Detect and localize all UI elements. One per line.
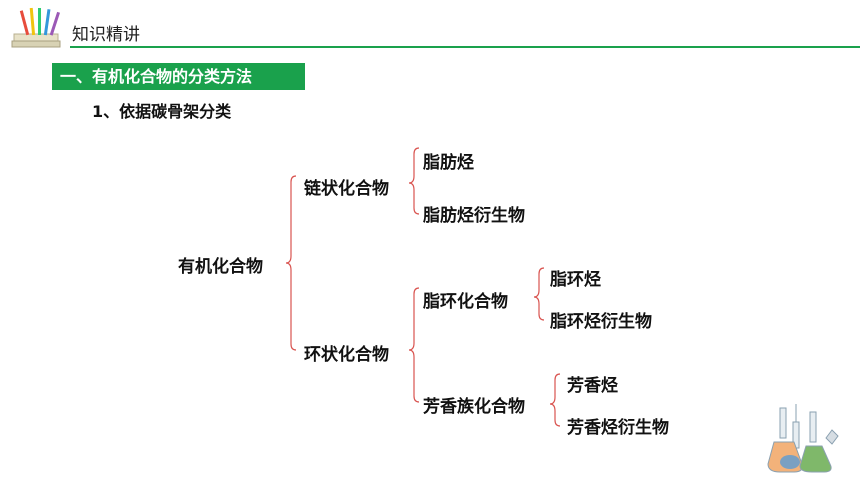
root-brace <box>285 175 297 351</box>
chain-brace <box>408 147 420 215</box>
ring-compound-label: 环状化合物 <box>304 345 389 365</box>
chain-child-label: 脂肪烃 <box>423 153 474 173</box>
header-divider <box>70 46 860 48</box>
header-title: 知识精讲 <box>72 25 140 45</box>
alicyclic-compound-label: 脂环化合物 <box>423 292 508 312</box>
subtitle: 1、依据碳骨架分类 <box>92 102 232 121</box>
aromatic-brace <box>549 373 561 427</box>
alicyclic-child-label: 脂环烃衍生物 <box>550 312 652 332</box>
chain-compound-label: 链状化合物 <box>304 179 389 199</box>
section-heading: 一、有机化合物的分类方法 <box>52 63 305 90</box>
header: 知识精讲 <box>0 0 860 60</box>
books-pencils-icon <box>11 7 61 48</box>
aromatic-child-label: 芳香烃 <box>567 376 618 396</box>
alicyclic-brace <box>533 267 545 321</box>
chain-child-label: 脂肪烃衍生物 <box>423 206 525 226</box>
alicyclic-child-label: 脂环烃 <box>550 270 601 290</box>
lab-flasks-icon <box>767 404 839 473</box>
aromatic-child-label: 芳香烃衍生物 <box>567 418 669 438</box>
ring-brace <box>408 287 420 403</box>
aromatic-compound-label: 芳香族化合物 <box>423 397 525 417</box>
tree-root-label: 有机化合物 <box>178 257 263 277</box>
